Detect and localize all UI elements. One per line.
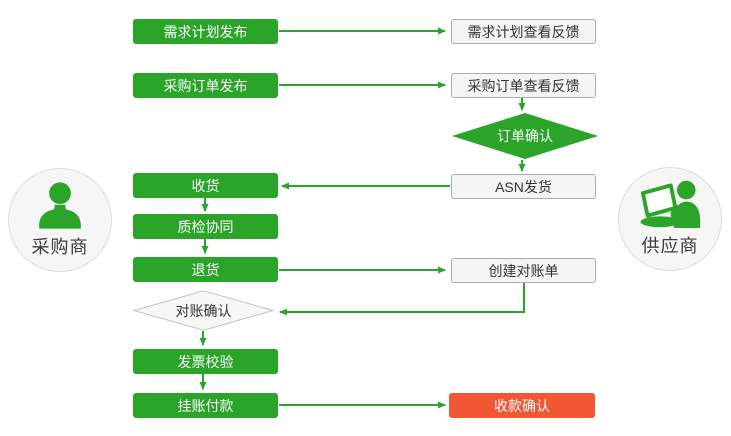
node-demand-plan-publish: 需求计划发布 [133,19,278,44]
node-label: 采购订单查看反馈 [467,77,580,94]
node-po-feedback: 采购订单查看反馈 [451,73,596,98]
node-receive-goods: 收货 [133,173,278,198]
node-label: 订单确认 [497,128,553,144]
node-label: 收款确认 [494,397,550,414]
node-label: 采购订单发布 [163,77,248,94]
actor-label: 供应商 [641,236,699,256]
diamond-shape [133,290,274,331]
supplier-person-laptop-icon [640,180,701,228]
node-statement-confirm: 对账确认 [133,290,274,331]
node-demand-plan-feedback: 需求计划查看反馈 [451,19,596,44]
node-return-goods: 退货 [133,257,278,282]
node-create-statement: 创建对账单 [451,258,596,283]
node-order-confirm: 订单确认 [452,113,598,159]
node-label: 挂账付款 [177,397,234,414]
node-payment: 挂账付款 [133,393,278,418]
node-label: 需求计划查看反馈 [467,23,580,40]
node-label: 创建对账单 [488,262,559,279]
node-quality-collab: 质检协同 [133,214,278,239]
node-label: 需求计划发布 [163,23,248,40]
node-asn-ship: ASN发货 [451,174,596,199]
actor-label: 采购商 [31,237,89,257]
actor-buyer: 采购商 [8,168,112,272]
diamond-shape [452,113,598,159]
node-label: 对账确认 [175,302,232,319]
arrow-create-statement-to-statement-confirm [279,283,525,316]
node-label: 收货 [191,177,220,194]
node-label: 质检协同 [177,218,234,235]
node-label: 退货 [191,261,220,278]
node-receipt-confirm: 收款确认 [449,393,595,418]
node-label: ASN发货 [495,178,552,195]
node-label: 发票校验 [177,353,234,370]
node-po-publish: 采购订单发布 [133,73,278,98]
buyer-person-icon [39,182,81,229]
node-invoice-check: 发票校验 [133,349,278,374]
actor-supplier: 供应商 [618,167,722,271]
